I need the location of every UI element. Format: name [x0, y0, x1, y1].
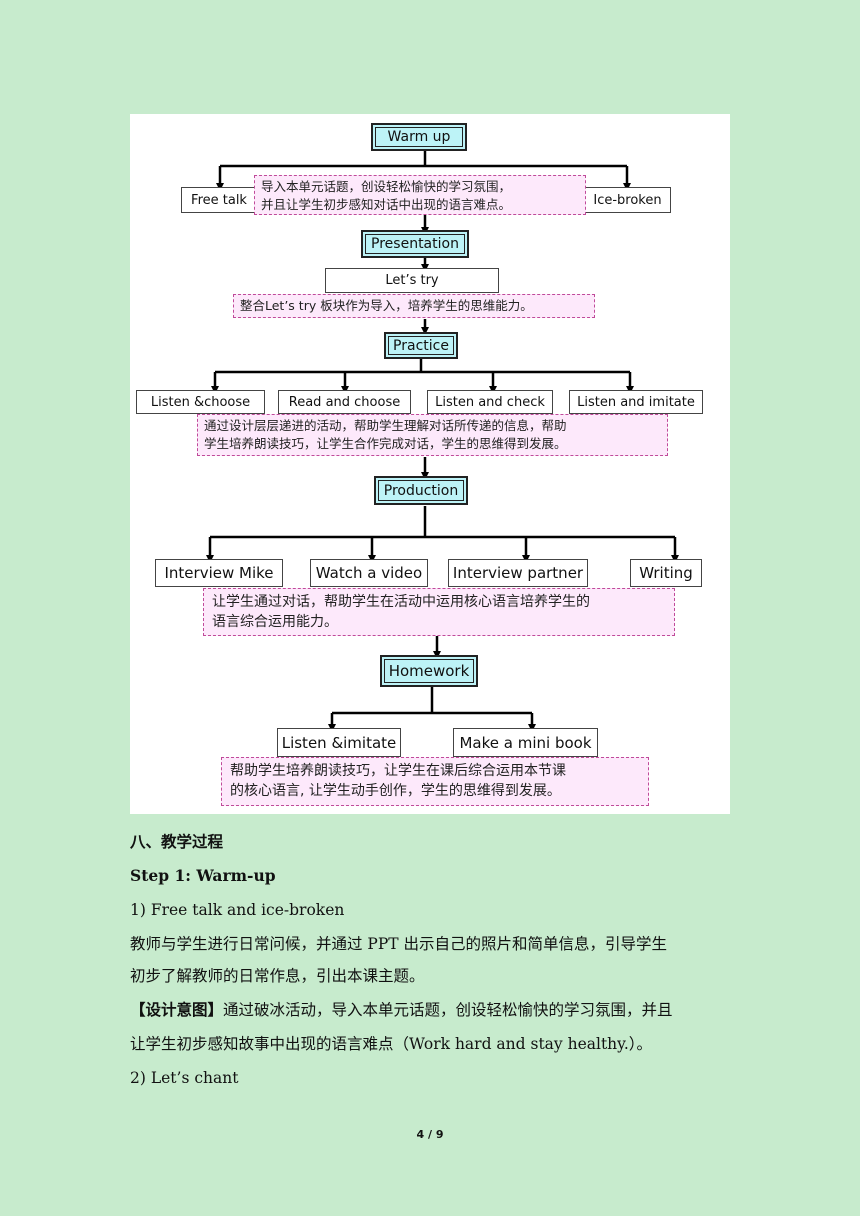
note-practice: 通过设计层层递进的活动，帮助学生理解对话所传递的信息，帮助 学生培养朗读技巧，让…: [197, 414, 668, 456]
stage-production: Production: [374, 476, 468, 505]
item-free-talk: 1) Free talk and ice-broken: [130, 901, 345, 919]
box-interview-partner: Interview partner: [448, 559, 588, 587]
note-homework-line-1: 帮助学生培养朗读技巧，让学生在课后综合运用本节课: [230, 763, 566, 779]
note-production-line-1: 让学生通过对话，帮助学生在活动中运用核心语言培养学生的: [212, 594, 590, 610]
note-production-line-2: 语言综合运用能力。: [212, 614, 338, 630]
teaching-flowchart: Warm up Free talk Ice-broken 导入本单元话题，创设轻…: [130, 114, 730, 814]
design-intent-line-2: 让学生初步感知故事中出现的语言难点（Work hard and stay hea…: [130, 1035, 653, 1053]
box-make-a-mini-book: Make a mini book: [453, 728, 598, 757]
stage-warm-up: Warm up: [371, 123, 467, 151]
box-listen-imitate: Listen &imitate: [277, 728, 401, 757]
design-intent-line-1: 【设计意图】通过破冰活动，导入本单元话题，创设轻松愉快的学习氛围，并且: [130, 999, 730, 1021]
box-read-and-choose: Read and choose: [278, 390, 411, 414]
note-presentation: 整合Let’s try 板块作为导入，培养学生的思维能力。: [233, 294, 595, 318]
stage-presentation: Presentation: [361, 230, 469, 258]
box-interview-mike: Interview Mike: [155, 559, 283, 587]
section-heading: 八、教学过程: [130, 832, 224, 851]
flowchart-connectors: [206, 151, 679, 732]
note-homework: 帮助学生培养朗读技巧，让学生在课后综合运用本节课 的核心语言, 让学生动手创作，…: [221, 757, 649, 806]
stage-practice: Practice: [384, 332, 458, 359]
box-watch-a-video: Watch a video: [310, 559, 428, 587]
paragraph-line-1: 教师与学生进行日常问候，并通过 PPT 出示自己的照片和简单信息，引导学生: [130, 935, 668, 953]
item-lets-chant: 2) Let’s chant: [130, 1069, 239, 1087]
box-lets-try: Let’s try: [325, 268, 499, 293]
box-ice-broken: Ice-broken: [584, 187, 671, 213]
design-intent-label: 【设计意图】: [130, 1000, 224, 1019]
stage-homework: Homework: [380, 655, 478, 687]
note-warm-up: 导入本单元话题，创设轻松愉快的学习氛围， 并且让学生初步感知对话中出现的语言难点…: [254, 175, 586, 215]
box-listen-choose: Listen &choose: [136, 390, 265, 414]
note-homework-line-2: 的核心语言, 让学生动手创作，学生的思维得到发展。: [230, 783, 561, 799]
box-writing: Writing: [630, 559, 702, 587]
paragraph-line-2: 初步了解教师的日常作息，引出本课主题。: [130, 967, 425, 985]
note-production: 让学生通过对话，帮助学生在活动中运用核心语言培养学生的 语言综合运用能力。: [203, 588, 675, 636]
page-number: 4 / 9: [416, 1128, 444, 1141]
design-intent-text: 通过破冰活动，导入本单元话题，创设轻松愉快的学习氛围，并且: [223, 1001, 673, 1019]
box-free-talk: Free talk: [181, 187, 257, 213]
box-listen-and-check: Listen and check: [427, 390, 553, 414]
note-warm-up-line-2: 并且让学生初步感知对话中出现的语言难点。: [261, 197, 512, 212]
note-presentation-line-1: 整合Let’s try 板块作为导入，培养学生的思维能力。: [240, 298, 533, 313]
box-listen-and-imitate: Listen and imitate: [569, 390, 703, 414]
step1-heading: Step 1: Warm-up: [130, 866, 276, 885]
note-warm-up-line-1: 导入本单元话题，创设轻松愉快的学习氛围，: [261, 179, 512, 194]
note-practice-line-1: 通过设计层层递进的活动，帮助学生理解对话所传递的信息，帮助: [204, 418, 567, 433]
note-practice-line-2: 学生培养朗读技巧，让学生合作完成对话，学生的思维得到发展。: [204, 436, 567, 451]
